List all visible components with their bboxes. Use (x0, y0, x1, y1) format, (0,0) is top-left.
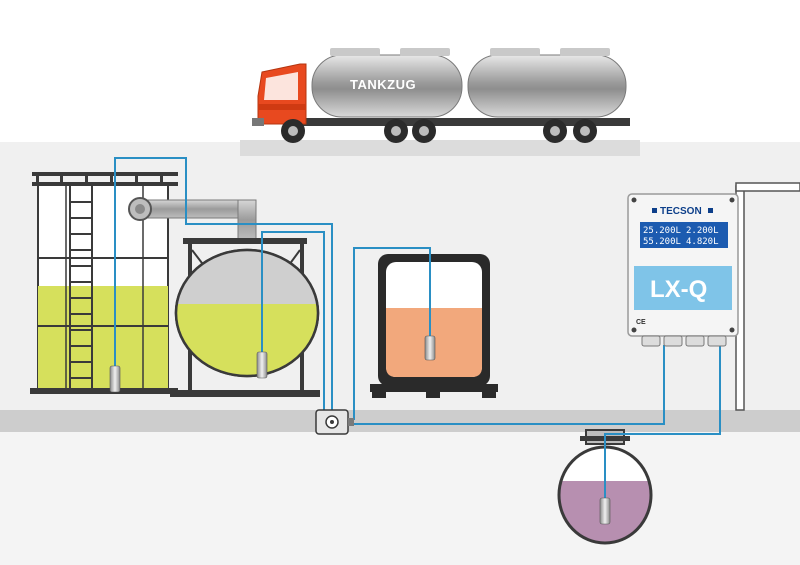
lx-q-controller: TECSON 25.200L 2.200L 55.200L 4.820L LX-… (627, 193, 739, 347)
level-probe-icon (256, 351, 268, 379)
tank-ladder (69, 186, 93, 390)
truck-label: TANKZUG (350, 77, 416, 92)
ground-line (0, 410, 800, 432)
controller-model-panel (634, 266, 732, 310)
truck-road (240, 140, 640, 156)
connecting-pipe (128, 197, 257, 241)
probe-cables (114, 157, 721, 500)
display-row-1-left: 25.200L (643, 226, 681, 236)
level-probe-icon (599, 497, 611, 525)
level-probe-icon (109, 365, 121, 393)
controller-brand: TECSON (660, 206, 702, 217)
vertical-storage-tank (30, 172, 178, 394)
display-row-2-right: 4.820L (686, 237, 719, 247)
controller-display (640, 222, 728, 248)
underground-zone (0, 432, 800, 565)
tank-truck: TANKZUG (252, 48, 630, 143)
controller-model: LX-Q (650, 276, 707, 303)
ce-mark: CE (636, 319, 646, 326)
ibc-container (370, 254, 498, 398)
cable-glands (641, 335, 727, 347)
junction-box-icon (315, 409, 354, 435)
level-probe-icon (424, 335, 436, 361)
display-row-1-right: 2.200L (686, 226, 719, 236)
display-row-2-left: 55.200L (643, 237, 681, 247)
